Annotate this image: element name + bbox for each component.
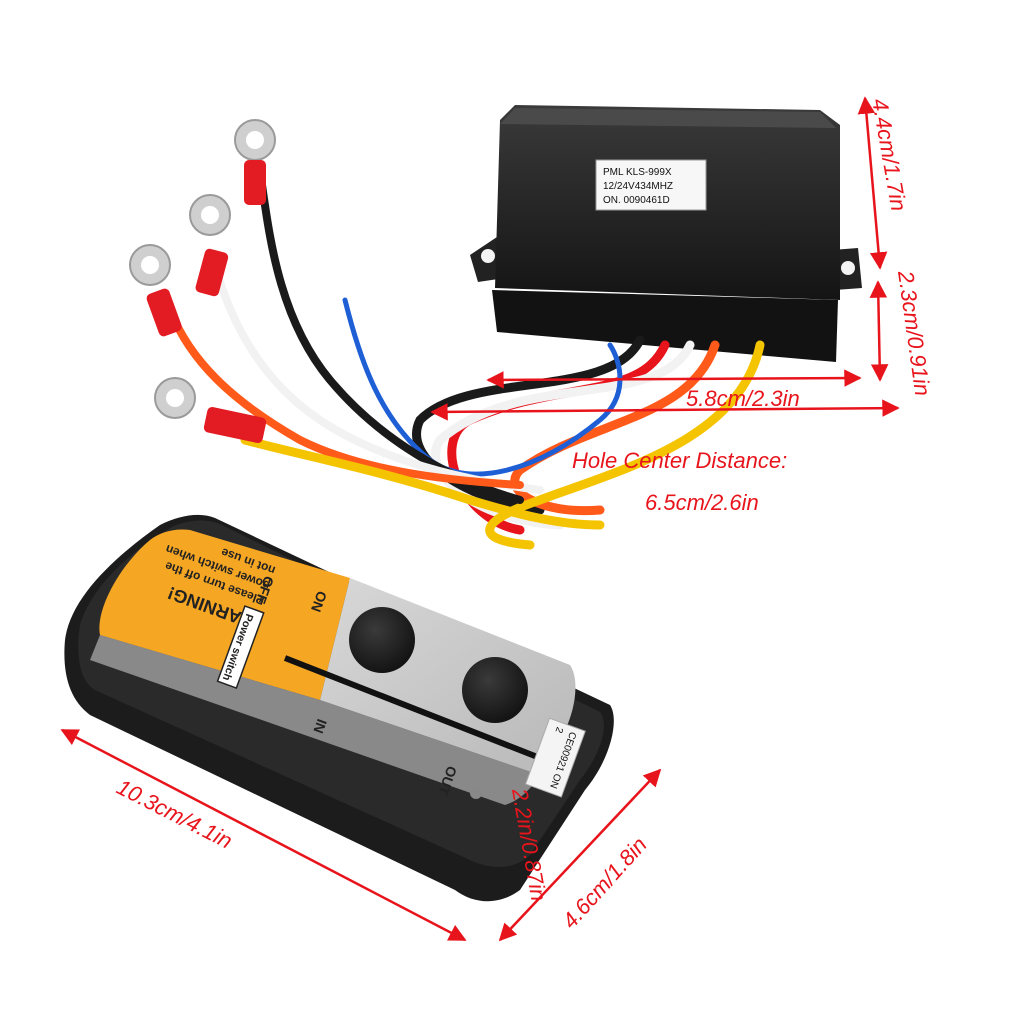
led-indicator-icon xyxy=(470,787,482,799)
receiver-label-line-1: PML KLS-999X xyxy=(603,167,672,178)
ring-terminals xyxy=(129,119,276,444)
remote-width-label: 4.6cm/1.8in xyxy=(557,832,652,933)
remote-length-label: 10.3cm/4.1in xyxy=(113,774,237,853)
dimension-arrows xyxy=(60,96,900,942)
receiver-label-line-3: ON. 0090461D xyxy=(603,195,670,206)
out-button[interactable] xyxy=(462,657,528,723)
side-label-line-2: 2 xyxy=(552,725,564,734)
receiver-label: PML KLS-999X 12/24V434MHZ ON. 0090461D xyxy=(595,159,707,211)
hole-center-value: 6.5cm/2.6in xyxy=(645,490,759,515)
receiver-width-label: 5.8cm/2.3in xyxy=(686,386,800,411)
in-button[interactable] xyxy=(349,607,415,673)
receiver-label-line-2: 12/24V434MHZ xyxy=(603,181,673,192)
receiver-depth-label: 2.3cm/0.91in xyxy=(893,268,935,397)
hole-center-title: Hole Center Distance: xyxy=(572,448,787,473)
on-label: ON xyxy=(308,589,330,614)
receiver-box: PML KLS-999X 12/24V434MHZ ON. 0090461D xyxy=(470,105,862,362)
